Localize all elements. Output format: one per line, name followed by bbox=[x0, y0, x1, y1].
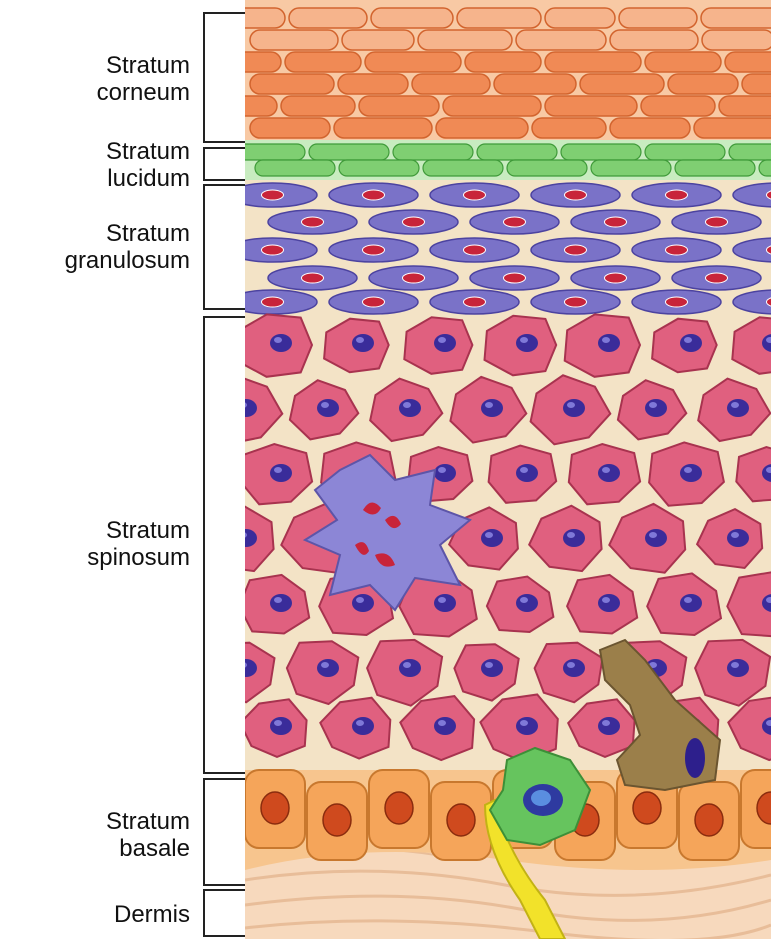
skin-layers-illustration bbox=[245, 0, 771, 939]
label-dermis: Dermis bbox=[0, 901, 190, 928]
bracket-lucidum bbox=[203, 147, 245, 181]
bracket-basale bbox=[203, 778, 245, 886]
bracket-dermis bbox=[203, 889, 245, 937]
bracket-granulosum bbox=[203, 184, 245, 310]
bracket-corneum bbox=[203, 12, 245, 143]
stratum-corneum-layer bbox=[245, 0, 771, 148]
bracket-spinosum bbox=[203, 316, 245, 774]
stratum-lucidum-layer bbox=[245, 140, 771, 180]
